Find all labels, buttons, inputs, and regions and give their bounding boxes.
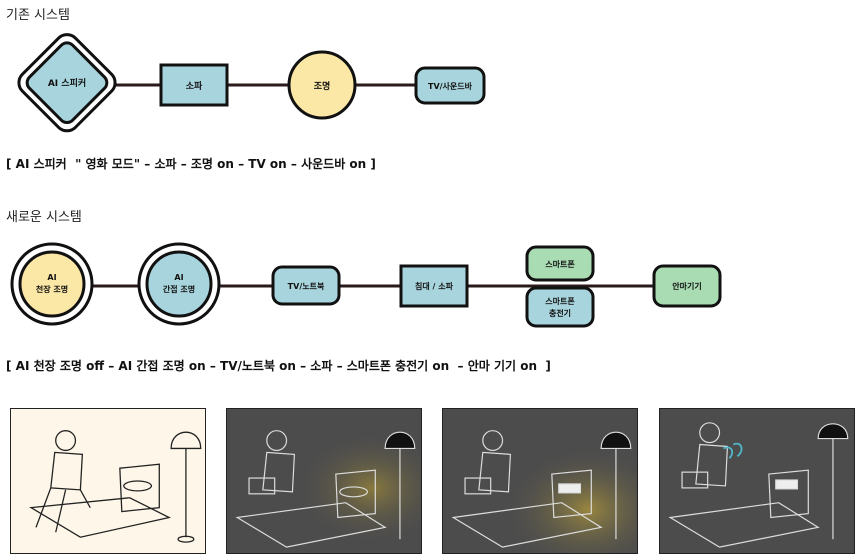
- new-system-title: 새로운 시스템: [6, 210, 82, 225]
- smartphone-charger-label: 스마트폰: [545, 296, 575, 306]
- light-node: 조명: [287, 50, 357, 120]
- legacy-system-caption: [ AI 스피커 " 영화 모드" – 소파 – 조명 on – TV on –…: [6, 157, 376, 171]
- illustration-panel-3: [442, 408, 638, 554]
- ai-ceiling-light-label: 천장 조명: [36, 284, 68, 294]
- massage-device-node: 안마기기: [652, 264, 722, 308]
- ai-ceiling-light-label: AI: [47, 273, 56, 282]
- ai-speaker-node: AI 스피커: [17, 33, 117, 133]
- ai-indirect-light-node: AI 간접 조명: [137, 242, 221, 326]
- ai-indirect-light-label: 간접 조명: [163, 284, 195, 294]
- sofa-label: 소파: [186, 80, 203, 92]
- bed-sofa-label: 침대 / 소파: [415, 281, 454, 291]
- ai-indirect-light-label: AI: [174, 273, 183, 282]
- new-system-caption: [ AI 천장 조명 off – AI 간접 조명 on – TV/노트북 on…: [6, 359, 551, 373]
- bed-sofa-node: 침대 / 소파: [399, 264, 469, 308]
- tv-soundbar-label: TV/사운드바: [428, 81, 473, 91]
- legacy-system-diagram: AI 스피커 소파 조명 TV/사운드바: [17, 33, 486, 133]
- ai-speaker-label: AI 스피커: [48, 77, 86, 89]
- smartphone-label: 스마트폰: [545, 259, 575, 269]
- ai-ceiling-light-node: AI 천장 조명: [10, 242, 94, 326]
- illustration-panel-2: [226, 408, 422, 554]
- smartphone-node: 스마트폰: [525, 245, 595, 282]
- smartphone-charger-label: 충전기: [549, 308, 571, 318]
- illustration-panel-1: [10, 408, 206, 554]
- illustration-panel-4: [659, 408, 855, 554]
- light-label: 조명: [314, 80, 331, 92]
- smartphone-charger-node: 스마트폰 충전기: [525, 286, 595, 328]
- sofa-node: 소파: [159, 63, 229, 107]
- new-system-diagram: AI 천장 조명 AI 간접 조명 TV/노트북 침대 / 소파 스마트폰 스마…: [10, 242, 722, 328]
- tv-soundbar-node: TV/사운드바: [414, 66, 486, 105]
- tv-laptop-node: TV/노트북: [271, 265, 341, 306]
- tv-laptop-label: TV/노트북: [288, 281, 325, 291]
- massage-device-label: 안마기기: [672, 281, 701, 291]
- legacy-system-title: 기존 시스템: [6, 8, 70, 23]
